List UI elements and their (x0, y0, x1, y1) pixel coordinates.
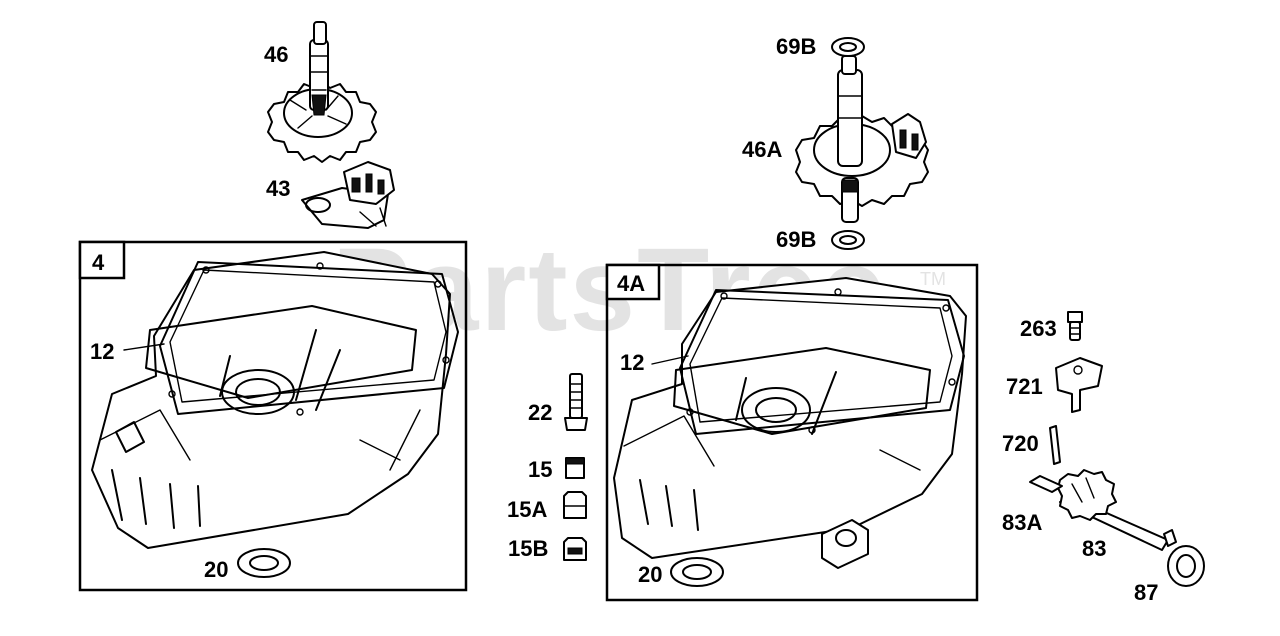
label-15b: 15B (508, 536, 548, 561)
assembly-4a-box: 4A (605, 263, 979, 602)
part-46a-cam-gear[interactable] (795, 55, 929, 223)
part-46-cam-gear[interactable] (267, 21, 377, 163)
label-83a: 83A (1002, 510, 1042, 535)
part-83a-gear[interactable] (1029, 469, 1117, 521)
crankcase-sump-4[interactable] (91, 251, 451, 549)
label-15a: 15A (507, 497, 547, 522)
label-87: 87 (1134, 580, 1158, 605)
label-12-left: 12 (90, 339, 114, 364)
assembly-4-box: 4 (78, 240, 468, 592)
seal-20-right[interactable] (670, 557, 724, 587)
label-20-right: 20 (638, 562, 662, 587)
part-15b-plug[interactable] (563, 537, 587, 561)
part-15a-plug[interactable] (563, 491, 587, 519)
leader-12-left (123, 343, 165, 351)
part-720-pin[interactable] (1049, 425, 1061, 465)
part-721-bracket[interactable] (1055, 357, 1103, 413)
leader-12-right (651, 355, 689, 365)
label-263: 263 (1020, 316, 1057, 341)
assembly-4a-label: 4A (617, 271, 645, 296)
label-69b-bottom: 69B (776, 227, 816, 252)
part-22-bolt[interactable] (564, 373, 588, 431)
crankcase-sump-4a[interactable] (613, 277, 967, 569)
label-46: 46 (264, 42, 288, 67)
part-87-seal[interactable] (1167, 545, 1205, 587)
seal-20-left[interactable] (237, 548, 291, 578)
gasket-12-left[interactable] (159, 261, 459, 416)
part-263-screw[interactable] (1067, 311, 1083, 341)
label-43: 43 (266, 176, 290, 201)
washer-69b-bottom[interactable] (831, 230, 865, 250)
label-83: 83 (1082, 536, 1106, 561)
part-43-governor[interactable] (301, 161, 395, 229)
label-721: 721 (1006, 374, 1043, 399)
label-12-right: 12 (620, 350, 644, 375)
washer-69b-top[interactable] (831, 37, 865, 57)
label-46a: 46A (742, 137, 782, 162)
label-69b-top: 69B (776, 34, 816, 59)
label-15: 15 (528, 457, 552, 482)
gasket-12-right[interactable] (679, 288, 965, 435)
label-20-left: 20 (204, 557, 228, 582)
part-15-plug[interactable] (565, 457, 585, 479)
assembly-4-label: 4 (92, 250, 105, 275)
label-22: 22 (528, 400, 552, 425)
label-720: 720 (1002, 431, 1039, 456)
watermark-trademark: TM (920, 269, 946, 289)
